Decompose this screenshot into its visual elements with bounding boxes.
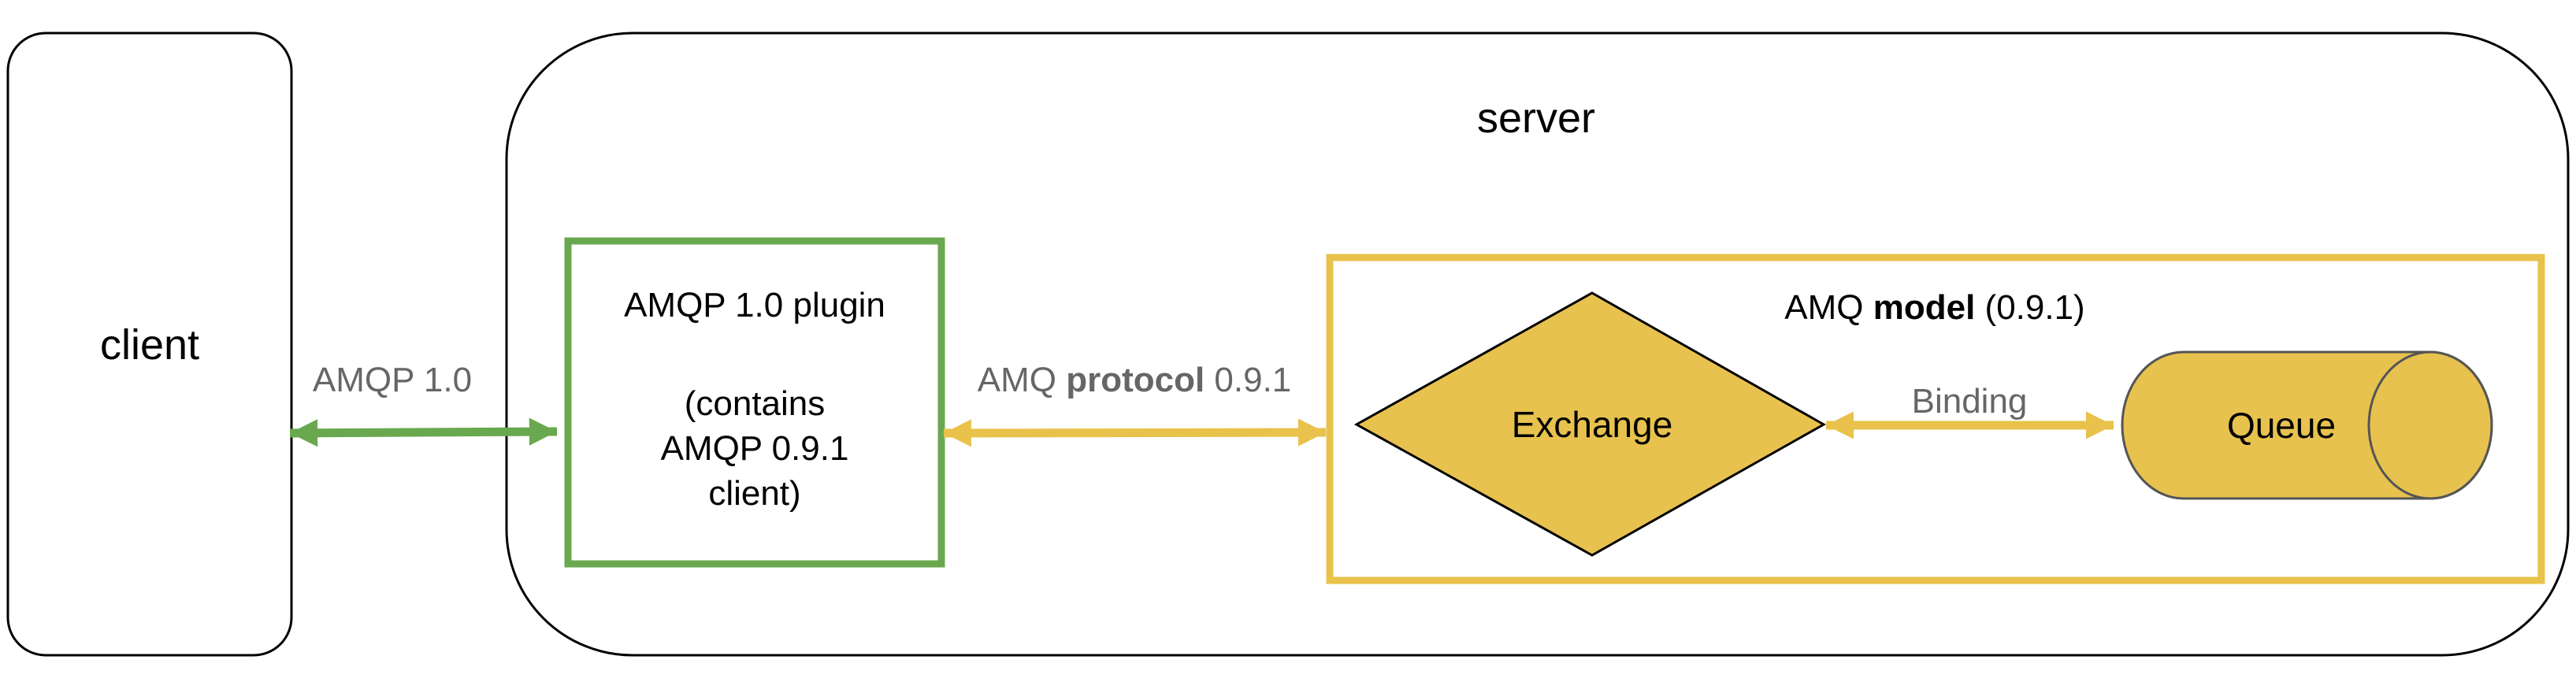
amqp-1-0-link: AMQP 1.0 <box>289 361 558 447</box>
client-node: client <box>6 32 293 657</box>
yellow-double-arrow <box>943 418 1327 447</box>
exchange-label: Exchange <box>1512 404 1673 445</box>
queue-node: Queue <box>2121 350 2493 500</box>
binding-link: Binding <box>1826 382 2114 439</box>
amq-model-container: AMQ model (0.9.1) <box>1326 254 2545 584</box>
plugin-line-3: client) <box>708 474 800 513</box>
amqp-plugin-node: AMQP 1.0 plugin (contains AMQP 0.9.1 cli… <box>564 237 945 568</box>
model-title-suffix: (0.9.1) <box>1975 288 2084 327</box>
binding-label: Binding <box>1912 382 2028 421</box>
exchange-node: Exchange <box>1353 291 1827 557</box>
protocol-label-suffix: 0.9.1 <box>1204 361 1291 399</box>
plugin-line-2: AMQP 0.9.1 <box>661 429 849 468</box>
amqp-1-0-link-label: AMQP 1.0 <box>313 361 472 399</box>
plugin-title: AMQP 1.0 plugin <box>624 286 885 324</box>
server-label: server <box>1477 95 1595 142</box>
model-title-bold: model <box>1873 288 1976 327</box>
model-title: AMQ model (0.9.1) <box>1784 288 2084 327</box>
protocol-label-prefix: AMQ <box>978 361 1066 399</box>
client-label: client <box>100 321 199 369</box>
model-title-prefix: AMQ <box>1784 288 1873 327</box>
protocol-label-bold: protocol <box>1066 361 1204 399</box>
plugin-line-1: (contains <box>685 384 826 423</box>
queue-label: Queue <box>2227 405 2336 446</box>
green-double-arrow <box>289 417 558 447</box>
amq-protocol-link-label: AMQ protocol 0.9.1 <box>978 361 1292 399</box>
amq-protocol-link: AMQ protocol 0.9.1 <box>943 361 1327 447</box>
